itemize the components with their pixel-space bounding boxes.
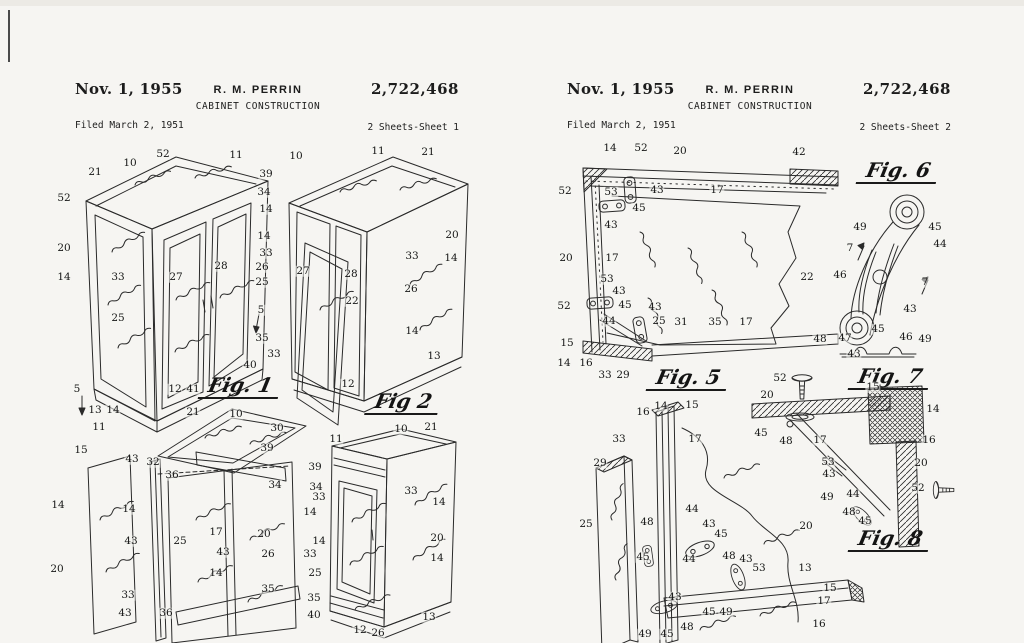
fig8-corner-section-drawing (752, 375, 954, 547)
fig6-bracket-drawing (840, 195, 928, 345)
fig2-cabinet-drawing (289, 157, 468, 425)
fig3-cabinet-drawing (330, 429, 456, 638)
fig4-corner-post-drawing (596, 402, 864, 643)
fig1-cabinet-drawing (79, 157, 268, 432)
fig5-corner-frame-drawing (583, 168, 838, 361)
fig7-section-drawing (840, 347, 916, 357)
figure-exploded-drawing (88, 409, 306, 643)
